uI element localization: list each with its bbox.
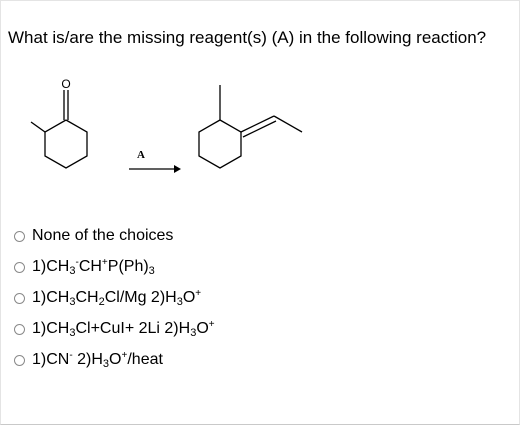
choice-text-part: - xyxy=(69,350,73,361)
choice-text-part: 3 xyxy=(69,327,76,339)
choice-text-part: CH xyxy=(75,289,99,306)
choice-text-part: 1)CN xyxy=(32,351,70,368)
choice-text-part: Cl/Mg 2)H xyxy=(104,289,177,306)
choice-text-part: 3 xyxy=(190,327,197,339)
choice-text-part: + xyxy=(195,288,202,299)
choice-text-part: 1)CH xyxy=(32,289,70,306)
choice-text-part: 3 xyxy=(69,265,76,277)
choice-label: 1)CH3-CH+P(Ph)3 xyxy=(32,257,155,277)
choice-text-part: O xyxy=(182,289,196,306)
radio-button[interactable] xyxy=(14,354,25,366)
choice-text-part: O xyxy=(196,320,209,337)
choice-label: 1)CH3CH2Cl/Mg 2)H3O+ xyxy=(32,288,202,308)
choice-text-part: 2)H xyxy=(72,351,103,368)
choice-text-part: 3 xyxy=(102,358,110,370)
choice-text-part: 3 xyxy=(176,296,183,308)
oxygen-label: O xyxy=(61,77,70,91)
choice-text-part: 2 xyxy=(98,296,105,308)
choice-label: 1)CN- 2)H3O+/heat xyxy=(32,350,163,370)
exocyclic-double-bond xyxy=(240,115,275,133)
choice-label: None of the choices xyxy=(32,227,173,245)
choice-5[interactable]: 1)CN- 2)H3O+/heat xyxy=(14,348,163,372)
choice-text-part: 3 xyxy=(69,296,76,308)
choice-text-part: + xyxy=(208,319,215,330)
question-text: What is/are the missing reagent(s) (A) i… xyxy=(8,28,487,47)
radio-button[interactable] xyxy=(14,261,25,273)
choice-1[interactable]: None of the choices xyxy=(14,224,173,248)
choice-text-part: 1)CH xyxy=(32,258,70,275)
reagent-label: A xyxy=(137,149,145,161)
choice-4[interactable]: 1)CH3Cl+CuI+ 2Li 2)H3O+ xyxy=(14,317,215,341)
choice-text-part: 3 xyxy=(148,265,155,277)
product-ring xyxy=(198,119,242,169)
arrow-head xyxy=(174,165,181,173)
radio-button[interactable] xyxy=(14,230,25,242)
choice-text-part: Cl+CuI+ 2Li 2)H xyxy=(75,320,191,337)
reactant-ring xyxy=(44,119,88,169)
choice-2[interactable]: 1)CH3-CH+P(Ph)3 xyxy=(14,255,155,279)
ethylidene-methyl-bond xyxy=(273,115,303,133)
choice-3[interactable]: 1)CH3CH2Cl/Mg 2)H3O+ xyxy=(14,286,201,310)
radio-button[interactable] xyxy=(14,323,25,335)
choice-text-part: 1)CH xyxy=(32,320,70,337)
reaction-scheme: O A xyxy=(30,77,303,173)
choice-text-part: CH xyxy=(78,258,102,275)
reactant-methyl-bond xyxy=(30,121,46,133)
choice-text-part: + xyxy=(121,350,128,361)
choice-text-part: + xyxy=(101,257,108,268)
radio-button[interactable] xyxy=(14,292,25,304)
choice-label: 1)CH3Cl+CuI+ 2Li 2)H3O+ xyxy=(32,319,215,339)
choice-text-part: /heat xyxy=(127,351,163,368)
choice-text-part: None of the choices xyxy=(32,227,174,244)
choice-text-part: O xyxy=(109,351,122,368)
choice-text-part: P(Ph) xyxy=(107,258,149,275)
choice-text-part: - xyxy=(75,257,79,268)
